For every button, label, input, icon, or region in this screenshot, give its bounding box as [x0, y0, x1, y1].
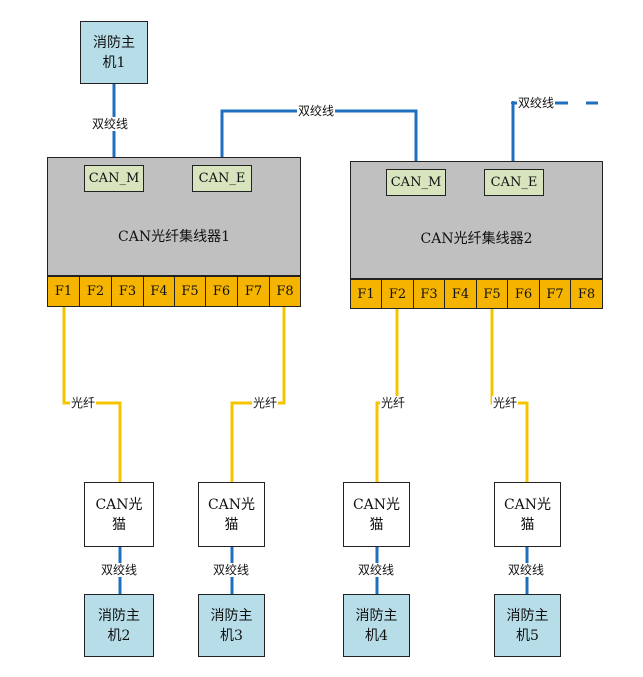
can-modem-2-line2: 猫: [224, 516, 239, 533]
can-modem-1-line1: CAN光: [95, 496, 143, 513]
can-modem-1: CAN光 猫: [84, 482, 154, 547]
can-modem-3-line1: CAN光: [352, 496, 401, 513]
hub-2-can-e-port: CAN_E: [484, 169, 544, 196]
fire-host-4: 消防主 机4: [343, 594, 410, 657]
hub-2-port-f5: F5: [476, 279, 508, 309]
can-modem-4-line2: 猫: [520, 516, 535, 533]
fire-host-3-line2: 机3: [220, 627, 243, 644]
fire-host-5-line1: 消防主: [506, 607, 549, 624]
can-modem-2-line1: CAN光: [207, 496, 256, 513]
hub-1-can-e-port: CAN_E: [192, 165, 252, 192]
label-fiber-3: 光纤: [380, 396, 407, 410]
hub-2-port-f4: F4: [444, 279, 477, 309]
hub-2-port-f2: F2: [381, 279, 414, 309]
hub-2-port-f8: F8: [570, 279, 603, 309]
label-twisted-pair-4: 双绞线: [357, 563, 396, 577]
label-twisted-pair-3: 双绞线: [212, 563, 251, 577]
fire-host-1-line1: 消防主: [93, 34, 135, 51]
fire-host-3-line1: 消防主: [210, 607, 253, 624]
fiber-hub1-f1-modem2: [62, 307, 122, 482]
hub-1-port-f1: F1: [47, 276, 80, 307]
label-fiber-1: 光纤: [70, 396, 97, 410]
hub-1-port-f4: F4: [143, 276, 175, 307]
label-twisted-pair-5: 双绞线: [507, 563, 546, 577]
hub-2-port-f1: F1: [350, 279, 382, 309]
fiber-hub1-f8-modem3: [230, 307, 286, 482]
label-twisted-pair-hub-link: 双绞线: [297, 104, 336, 118]
label-fiber-4: 光纤: [492, 396, 519, 410]
fiber-wires: [62, 307, 529, 482]
hub-1-port-f8: F8: [269, 276, 301, 307]
can-modem-3: CAN光 猫: [343, 482, 410, 547]
wire-hub2-external: [511, 101, 568, 164]
can-modem-2: CAN光 猫: [198, 482, 265, 547]
label-twisted-pair-2: 双绞线: [100, 563, 139, 577]
hub-2-port-f6: F6: [507, 279, 540, 309]
fire-host-5-line2: 机5: [516, 627, 539, 644]
fire-host-1-line2: 机1: [102, 54, 126, 71]
hub-2-port-f7: F7: [539, 279, 571, 309]
hub-1-port-f5: F5: [174, 276, 206, 307]
label-fiber-2: 光纤: [252, 396, 279, 410]
fire-host-5: 消防主 机5: [494, 594, 561, 657]
hub-2-can-m-port: CAN_M: [386, 169, 446, 196]
hub-1-port-f6: F6: [205, 276, 238, 307]
label-twisted-pair-host1: 双绞线: [91, 117, 130, 131]
external-link-dot: [511, 101, 515, 105]
fire-host-4-line1: 消防主: [355, 607, 398, 624]
fire-host-3: 消防主 机3: [198, 594, 265, 657]
hub-1-port-f7: F7: [237, 276, 270, 307]
can-modem-3-line2: 猫: [369, 516, 384, 533]
fire-host-4-line2: 机4: [365, 627, 388, 644]
fire-host-1: 消防主 机1: [80, 21, 148, 84]
hub-1-port-f2: F2: [79, 276, 112, 307]
hub-1-title: CAN光纤集线器1: [118, 229, 230, 245]
fire-host-2: 消防主 机2: [84, 594, 154, 657]
fire-host-2-line1: 消防主: [98, 607, 140, 624]
can-modem-1-line2: 猫: [111, 516, 126, 533]
can-modem-4-line1: CAN光: [503, 496, 552, 513]
hub-2-title: CAN光纤集线器2: [420, 231, 533, 247]
fire-host-2-line2: 机2: [107, 627, 131, 644]
hub-1-port-f3: F3: [111, 276, 144, 307]
hub-1-can-m-port: CAN_M: [84, 165, 144, 192]
hub-2-port-f3: F3: [413, 279, 445, 309]
label-twisted-pair-external: 双绞线: [517, 96, 556, 110]
can-modem-4: CAN光 猫: [494, 482, 561, 547]
